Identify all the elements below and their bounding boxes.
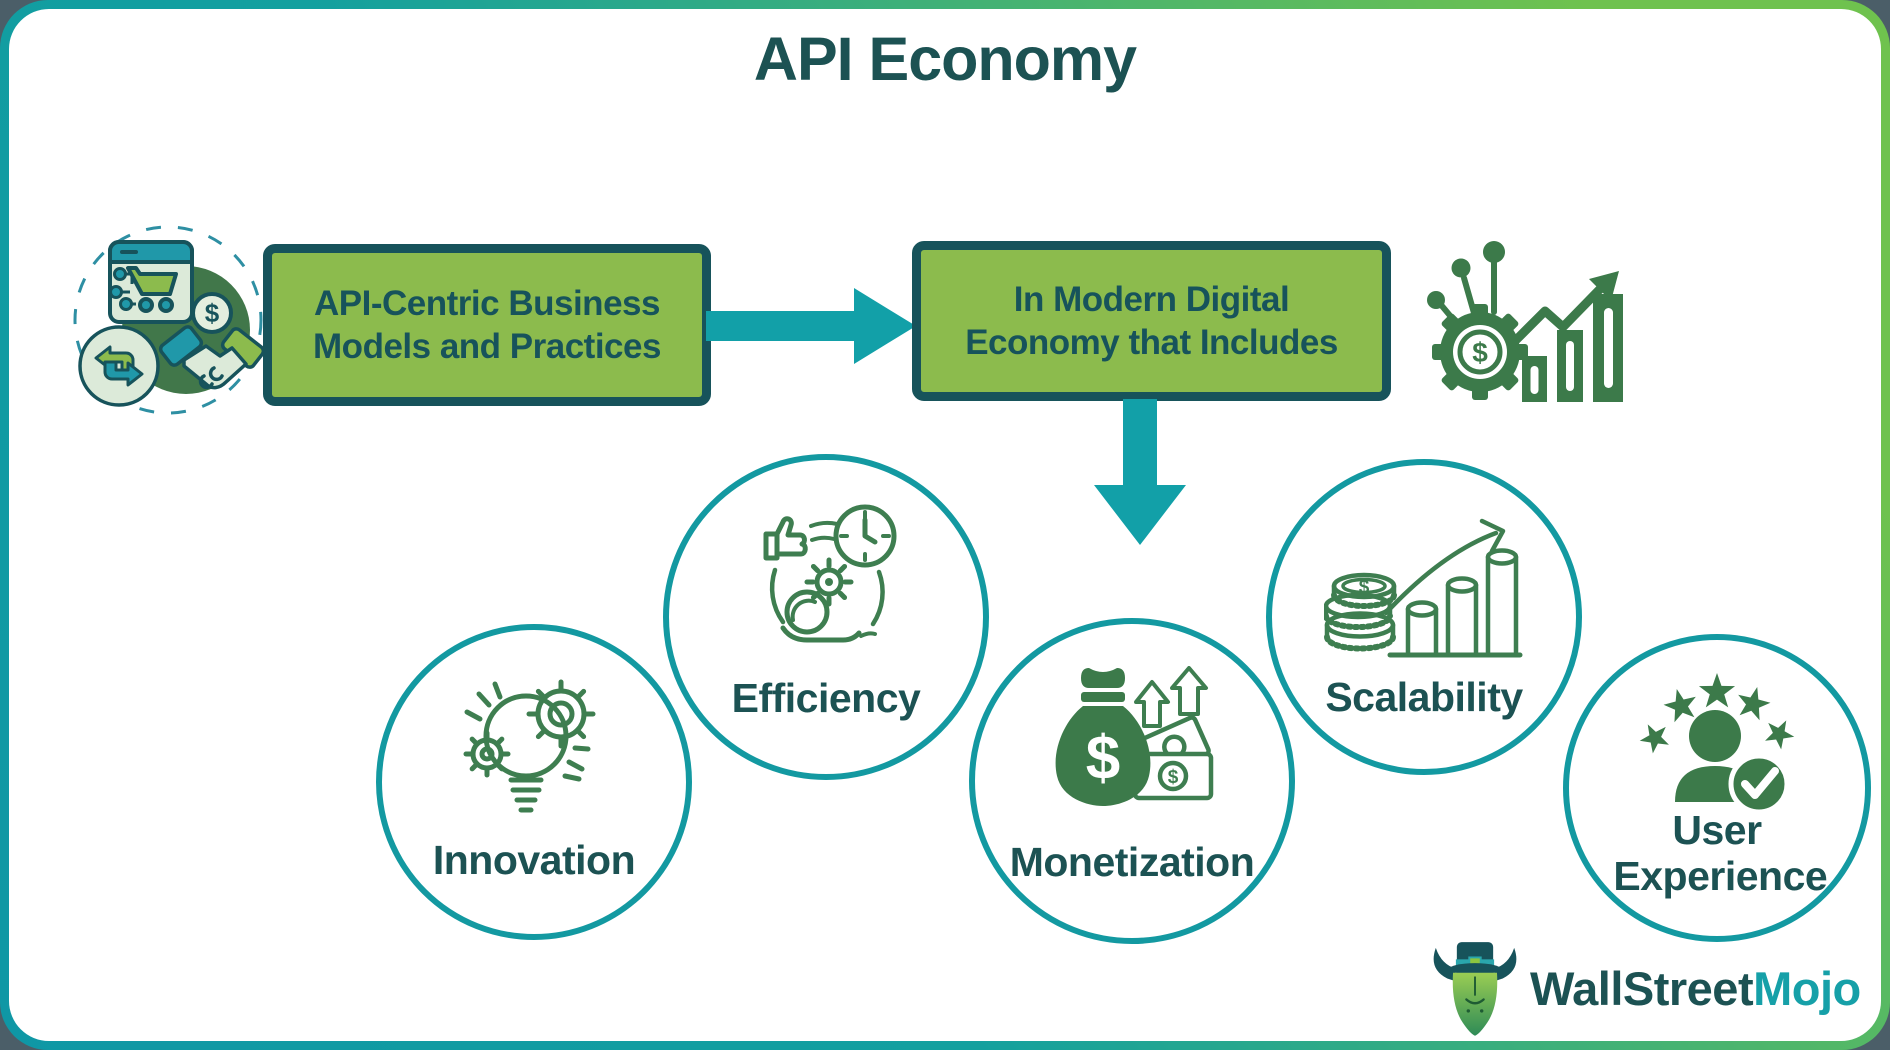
dollar-glyph: $ [1472,337,1488,368]
logo-text-mojo: Mojo [1753,961,1861,1015]
dollar-glyph: $ [205,298,220,328]
gear-chart-icon: $ [1427,241,1623,402]
bull-mascot-icon [1433,942,1517,1036]
circle-scalability: $ Scalability [1266,459,1582,775]
flow-box-target-label: In Modern Digital Economy that Includes [965,279,1338,362]
arrow-right-icon [706,288,916,364]
monetization-icon: $ $ [1055,666,1214,806]
scalability-icon: $ [1324,518,1523,658]
circle-label-user-experience: User Experience [1613,807,1828,899]
circle-label-monetization: Monetization [1009,839,1255,885]
circle-label-efficiency: Efficiency [731,675,921,721]
api-business-icon: $ [73,225,266,415]
circle-label-scalability: Scalability [1325,674,1523,720]
logo-text: WallStreetMojo [1530,961,1861,1016]
circle-label-innovation: Innovation [432,837,636,883]
logo-text-wallstreet: WallStreet [1530,961,1754,1015]
circle-innovation: Innovation [376,624,692,940]
page-title: API Economy [753,25,1137,93]
circle-monetization: $ $ Monetization [969,618,1295,944]
dollar-glyph: $ [1359,577,1370,598]
circle-efficiency: Efficiency [663,454,989,780]
arrow-down-icon [1094,399,1186,545]
efficiency-icon [763,504,897,643]
dollar-glyph: $ [1168,767,1179,788]
user-experience-icon [1634,673,1800,815]
circle-user-experience: User Experience [1563,634,1871,942]
dollar-glyph: $ [1086,724,1120,793]
flow-box-source: API-Centric Business Models and Practice… [263,244,711,406]
flow-box-source-label: API-Centric Business Models and Practice… [313,283,661,366]
brand-logo: WallStreetMojo [1432,938,1861,1038]
innovation-icon [463,679,596,813]
flow-box-target: In Modern Digital Economy that Includes [912,241,1391,401]
